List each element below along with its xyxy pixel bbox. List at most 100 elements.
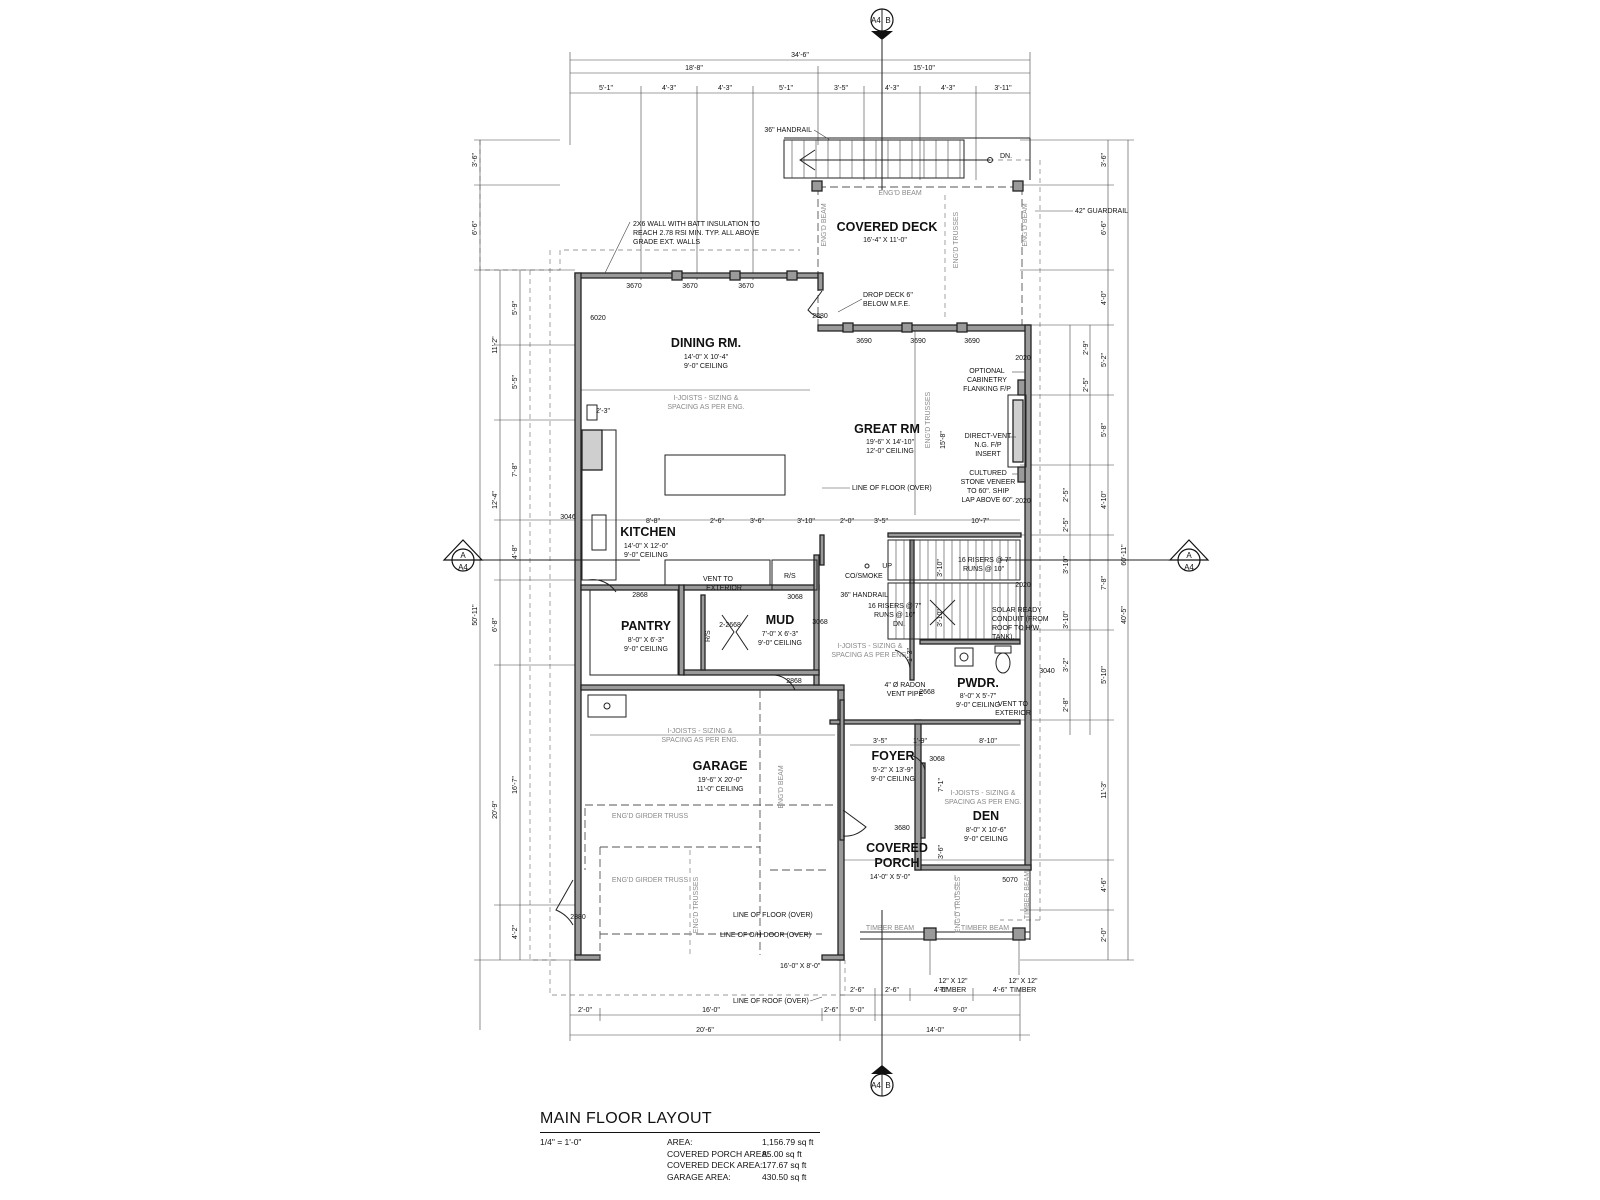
dim-top-row-5: 4'-3" xyxy=(885,85,899,92)
room-mud-ceiling: 9'-0" CEILING xyxy=(758,640,802,647)
dim-kitchen-row-5: 2'-0" xyxy=(840,518,854,525)
dim-top-row-4: 3'-5" xyxy=(834,85,848,92)
dim-right-mid-2: 4'-0" xyxy=(1101,291,1108,305)
dim-right-mid-0: 3'-6" xyxy=(1101,153,1108,167)
win-2880-deck: 2880 xyxy=(812,313,828,320)
room-porch-1: COVERED xyxy=(866,841,928,855)
room-mud: MUD xyxy=(766,613,794,627)
dim-right-mid-4: 5'-8" xyxy=(1101,423,1108,437)
deck-left-beam-label: ENG'D BEAM xyxy=(821,203,828,247)
win-3690-1: 3690 xyxy=(856,338,872,345)
garage-ijoist-1: I-JOISTS - SIZING & xyxy=(668,728,733,735)
dim-kitchen-row-3: 3'-6" xyxy=(750,518,764,525)
win-3680: 3680 xyxy=(894,825,910,832)
note-wall-3: GRADE EXT. WALLS xyxy=(633,239,700,246)
note-risers-dn-2: RUNS @ 10" xyxy=(874,612,916,619)
caption-row: COVERED DECK AREA: 177.67 sq ft xyxy=(540,1160,820,1172)
drawing-title: MAIN FLOOR LAYOUT xyxy=(540,1110,712,1127)
note-optional-cab-2: CABINETRY xyxy=(967,377,1007,384)
caption-row: COVERED PORCH AREA: 85.00 sq ft xyxy=(540,1149,820,1161)
dim-bottom-row2-4: 9'-0" xyxy=(953,1007,967,1014)
win-5070: 5070 xyxy=(1002,877,1018,884)
dim-stair-small-1: 3'-10" xyxy=(937,609,944,627)
marker-bottom-a: A4 xyxy=(871,1081,881,1090)
win-3690-3: 3690 xyxy=(964,338,980,345)
dim-bottom-row2-3: 5'-0" xyxy=(850,1007,864,1014)
room-pantry: PANTRY xyxy=(621,619,672,633)
dim-kitchen-row-1: 8'-8" xyxy=(646,518,660,525)
room-dining: DINING RM. xyxy=(671,336,741,350)
room-den: DEN xyxy=(973,809,999,823)
dim-kitchen-row-0: 2'-3" xyxy=(596,408,610,415)
dining-ijoist-1: I-JOISTS - SIZING & xyxy=(674,395,739,402)
room-mud-size: 7'-0" X 6'-3" xyxy=(762,631,799,638)
note-solar-4: TANK). xyxy=(992,634,1014,641)
caption-row: 1/4" = 1'-0" AREA: 1,156.79 sq ft xyxy=(540,1137,820,1149)
room-great-ceiling: 12'-0" CEILING xyxy=(866,448,914,455)
dim-right-inner-6: 3'-2" xyxy=(1063,658,1070,672)
note-line-roof: LINE OF ROOF (OVER) xyxy=(733,998,809,1005)
note-drop-deck-2: BELOW M.F.E. xyxy=(863,301,910,308)
porch-timber-beam-1: TIMBER BEAM xyxy=(866,925,914,932)
room-foyer-size: 5'-2" X 13'-9" xyxy=(873,767,914,774)
dim-left-inner-4: 16'-7" xyxy=(512,776,519,794)
drawing-caption: MAIN FLOOR LAYOUT 1/4" = 1'-0" AREA: 1,1… xyxy=(540,1110,820,1183)
room-foyer: FOYER xyxy=(871,749,914,763)
section-marker-bottom: A4 B xyxy=(870,910,894,1097)
note-up: UP xyxy=(882,563,892,570)
win-3068-foyer: 3068 xyxy=(929,756,945,763)
garage-fixtures: I-JOISTS - SIZING & SPACING AS PER ENG. … xyxy=(584,690,835,960)
dim-left-mid-2: 6'-8" xyxy=(492,618,499,632)
note-direct-vent-2: N.G. F/P xyxy=(974,442,1002,449)
room-porch-size: 14'-0" X 5'-0" xyxy=(870,874,911,881)
great-trusses-label: ENG'D TRUSSES xyxy=(925,391,932,448)
caption-row: GARAGE AREA: 430.50 sq ft xyxy=(540,1172,820,1184)
window-tags: 3670 3670 3670 6020 2880 3690 3690 3690 … xyxy=(560,270,1055,921)
dim-top-right: 15'-10" xyxy=(913,65,935,72)
note-rs-mud: R/S xyxy=(784,573,796,580)
note-risers-dn-1: 16 RISERS @ 7" xyxy=(868,603,922,610)
room-den-ceiling: 9'-0" CEILING xyxy=(964,836,1008,843)
dim-right-mid-9: 4'-6" xyxy=(1101,878,1108,892)
note-rs-pantry: R/S xyxy=(705,630,712,642)
room-pwdr-ceiling: 9'-0" CEILING xyxy=(956,702,1000,709)
dim-right-inner-4: 3'-10" xyxy=(1063,556,1070,574)
dim-foyer-row-0: 3'-5" xyxy=(873,738,887,745)
win-2020-1: 2020 xyxy=(1015,355,1031,362)
marker-right-b: A4 xyxy=(1184,563,1194,572)
porch-timber-beam-2: TIMBER BEAM xyxy=(961,925,1009,932)
foyer-ijoist-1: I-JOISTS - SIZING & xyxy=(838,643,903,650)
dim-top-total: 34'-6" xyxy=(791,52,809,59)
note-radon-2: VENT PIPE xyxy=(887,691,924,698)
garage-trusses-label: ENG'D TRUSSES xyxy=(693,876,700,933)
note-direct-vent-1: DIRECT-VENT xyxy=(965,433,1012,440)
win-6020: 6020 xyxy=(590,315,606,322)
note-stone-1: CULTURED xyxy=(969,470,1007,477)
dim-right-mid-6: 7'-8" xyxy=(1101,576,1108,590)
den-ijoist-2: SPACING AS PER ENG. xyxy=(944,799,1021,806)
dim-right-inner-0: 2'-9" xyxy=(1083,341,1090,355)
dim-left-inner-5: 4'-2" xyxy=(512,925,519,939)
dim-kitchen-row-6: 3'-5" xyxy=(874,518,888,525)
note-vent-pwdr-2: EXTERIOR xyxy=(995,710,1031,717)
dim-right-inner-3: 2'-5" xyxy=(1063,518,1070,532)
dim-left-mid-3: 20'-9" xyxy=(492,801,499,819)
dining-ijoist-2: SPACING AS PER ENG. xyxy=(667,404,744,411)
dim-right-mid-11: 40'-5" xyxy=(1121,606,1128,624)
garage-girder-1: ENG'D GIRDER TRUSS xyxy=(612,813,689,820)
room-den-size: 8'-0" X 10'-6" xyxy=(966,827,1007,834)
win-3068-mud-2: 3068 xyxy=(812,619,828,626)
room-porch-2: PORCH xyxy=(874,856,919,870)
win-3670-2: 3670 xyxy=(682,283,698,290)
note-radon-1: 4" Ø RADON xyxy=(885,682,926,689)
note-line-floor-garage: LINE OF FLOOR (OVER) xyxy=(733,912,813,919)
room-covered-deck: COVERED DECK xyxy=(837,220,938,234)
note-handrail-top: 36" HANDRAIL xyxy=(764,127,812,134)
dim-bottom-row1-3: 4'-6" xyxy=(993,987,1007,994)
dim-top-row-1: 4'-3" xyxy=(662,85,676,92)
note-timber-2a: 12" X 12" xyxy=(1008,978,1038,985)
room-kitchen-ceiling: 9'-0" CEILING xyxy=(624,552,668,559)
dim-top-left: 18'-8" xyxy=(685,65,703,72)
win-3068-mud-1: 3068 xyxy=(787,594,803,601)
note-wall-2: REACH 2.78 RSI MIN. TYP. ALL ABOVE xyxy=(633,230,760,237)
